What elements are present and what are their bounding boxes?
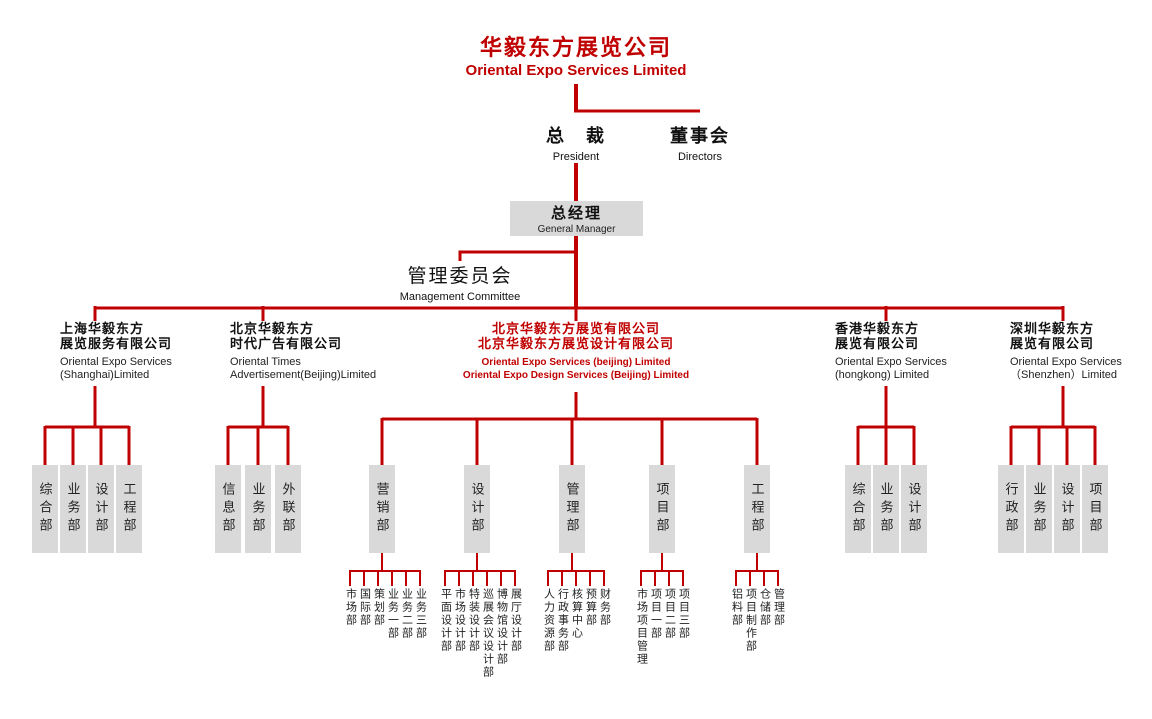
branch-name-en-line2: (Shanghai)Limited: [60, 369, 150, 381]
branch-name-en-line1: Oriental Expo Services (beijing) Limited: [481, 357, 671, 368]
sub-dept-label: 项目三部: [677, 588, 690, 640]
dept-box-sz-3: 设计部: [1054, 465, 1080, 553]
sub-dept-label: 人力资源部: [542, 588, 555, 653]
connector-engineering-subs: [735, 553, 779, 586]
sub-dept-label: 铝料部: [730, 588, 743, 627]
sub-dept-label: 市场设计部: [453, 588, 466, 653]
dept-box-shanghai-1: 综合部: [32, 465, 58, 553]
branch-name-zh-line1: 上海华毅东方: [60, 321, 145, 336]
committee-label-en: Management Committee: [399, 291, 521, 303]
president-label-en: President: [552, 151, 600, 163]
dept-box-shanghai-4: 工程部: [116, 465, 142, 553]
sub-dept-label: 项目一部: [649, 588, 662, 640]
branch-name-en-line1: Oriental Expo Services: [60, 356, 172, 368]
branch-name-en-line1: Oriental Expo Services: [835, 356, 947, 368]
connector-hongkong-depts: [856, 386, 916, 466]
dept-box-expo-engineering: 工程部: [744, 465, 770, 553]
sub-dept-label: 行政事务部: [556, 588, 569, 653]
directors-label-en: Directors: [677, 151, 722, 163]
dept-box-shanghai-2: 业务部: [60, 465, 86, 553]
sub-dept-label: 仓储部: [758, 588, 771, 627]
sub-dept-label: 财务部: [598, 588, 611, 627]
node-directors: 董事会 Directors: [670, 122, 730, 163]
sub-dept-label: 市场部: [344, 588, 357, 627]
branch-name-en-line2: （Shenzhen）Limited: [1010, 369, 1118, 381]
branch-hongkong: 香港华毅东方 展览有限公司 Oriental Expo Services (ho…: [835, 321, 947, 382]
sub-dept-label: 预算部: [584, 588, 597, 627]
dept-box-expo-management: 管理部: [559, 465, 585, 553]
dept-box-times-3: 外联部: [275, 465, 301, 553]
sub-dept-label: 管理部: [772, 588, 785, 627]
connector-management-subs: [547, 553, 605, 586]
sub-dept-label: 业务二部: [400, 588, 413, 640]
connector-shanghai-depts: [43, 386, 131, 466]
sub-dept-label: 展厅设计部: [509, 588, 522, 653]
gm-label-zh: 总经理: [550, 205, 602, 222]
branch-shanghai: 上海华毅东方 展览服务有限公司 Oriental Expo Services (…: [60, 321, 172, 382]
branch-shenzhen: 深圳华毅东方 展览有限公司 Oriental Expo Services （Sh…: [1010, 321, 1122, 382]
connector-committee-branch: [458, 250, 576, 261]
dept-box-hk-2: 业务部: [873, 465, 899, 553]
branch-beijing-expo: 北京华毅东方展览有限公司 北京华毅东方展览设计有限公司 Oriental Exp…: [463, 321, 689, 382]
gm-label-en: General Manager: [537, 224, 616, 235]
sub-dept-label: 业务三部: [414, 588, 427, 640]
branch-name-zh-line2: 北京华毅东方展览设计有限公司: [477, 336, 675, 351]
sub-dept-label: 博物馆设计部: [495, 588, 508, 666]
branch-name-en-line1: Oriental Expo Services: [1010, 356, 1122, 368]
sub-dept-label: 国际部: [358, 588, 371, 627]
branch-name-zh-line1: 香港华毅东方: [835, 321, 920, 336]
dept-box-shanghai-3: 设计部: [88, 465, 114, 553]
branch-name-zh-line1: 北京华毅东方展览有限公司: [491, 321, 661, 336]
company-title-en: Oriental Expo Services Limited: [465, 62, 687, 79]
dept-box-hk-1: 综合部: [845, 465, 871, 553]
sub-dept-label: 特装设计部: [467, 588, 480, 653]
branch-name-zh-line2: 展览有限公司: [1010, 336, 1095, 351]
dept-box-expo-project: 项目部: [649, 465, 675, 553]
branch-name-zh-line2: 展览服务有限公司: [60, 336, 173, 351]
dept-box-expo-marketing: 营销部: [369, 465, 395, 553]
branch-name-en-line1: Oriental Times: [230, 356, 301, 368]
sub-dept-label: 核算中心: [570, 588, 583, 640]
sub-dept-label: 项目制作部: [744, 588, 757, 653]
company-title-zh: 华毅东方展览公司: [479, 35, 673, 60]
sub-dept-label: 策划部: [372, 588, 385, 627]
branch-beijing-times: 北京华毅东方 时代广告有限公司 Oriental Times Advertise…: [230, 321, 376, 382]
dept-box-hk-3: 设计部: [901, 465, 927, 553]
committee-label-zh: 管理委员会: [407, 266, 513, 287]
dept-box-sz-2: 业务部: [1026, 465, 1052, 553]
connector-times-depts: [226, 386, 290, 466]
connector-marketing-subs: [349, 553, 421, 586]
branch-name-en-line2: Advertisement(Beijing)Limited: [230, 369, 377, 381]
dept-box-times-2: 业务部: [245, 465, 271, 553]
directors-label-zh: 董事会: [670, 126, 730, 146]
connector-expo-depts: [380, 392, 759, 466]
connector-project-subs: [640, 553, 684, 586]
dept-box-times-1: 信息部: [215, 465, 241, 553]
branch-name-zh-line1: 北京华毅东方: [230, 321, 315, 336]
dept-box-expo-design: 设计部: [464, 465, 490, 553]
sub-dept-label: 项目二部: [663, 588, 676, 640]
connector-shenzhen-depts: [1009, 386, 1097, 466]
branch-name-en-line2: (hongkong) Limited: [835, 369, 930, 381]
branch-name-en-line2: Oriental Expo Design Services (Beijing) …: [462, 370, 690, 381]
node-president: 总 裁 President: [546, 122, 606, 163]
dept-box-sz-4: 项目部: [1082, 465, 1108, 553]
dept-box-sz-1: 行政部: [998, 465, 1024, 553]
branch-name-zh-line2: 展览有限公司: [835, 336, 920, 351]
president-label-zh: 总 裁: [546, 126, 606, 146]
connector-design-subs: [444, 553, 516, 586]
sub-dept-label: 业务一部: [386, 588, 399, 640]
sub-dept-label: 巡展会议设计部: [481, 588, 494, 679]
branch-name-zh-line1: 深圳华毅东方: [1010, 321, 1095, 336]
node-management-committee: 管理委员会 Management Committee: [400, 261, 520, 303]
sub-dept-label: 市场项目管理: [635, 588, 648, 666]
sub-dept-label: 平面设计部: [439, 588, 452, 653]
connector-branch-drops: [93, 306, 1065, 321]
branch-name-zh-line2: 时代广告有限公司: [230, 336, 343, 351]
node-general-manager: 总经理 General Manager: [510, 201, 643, 236]
